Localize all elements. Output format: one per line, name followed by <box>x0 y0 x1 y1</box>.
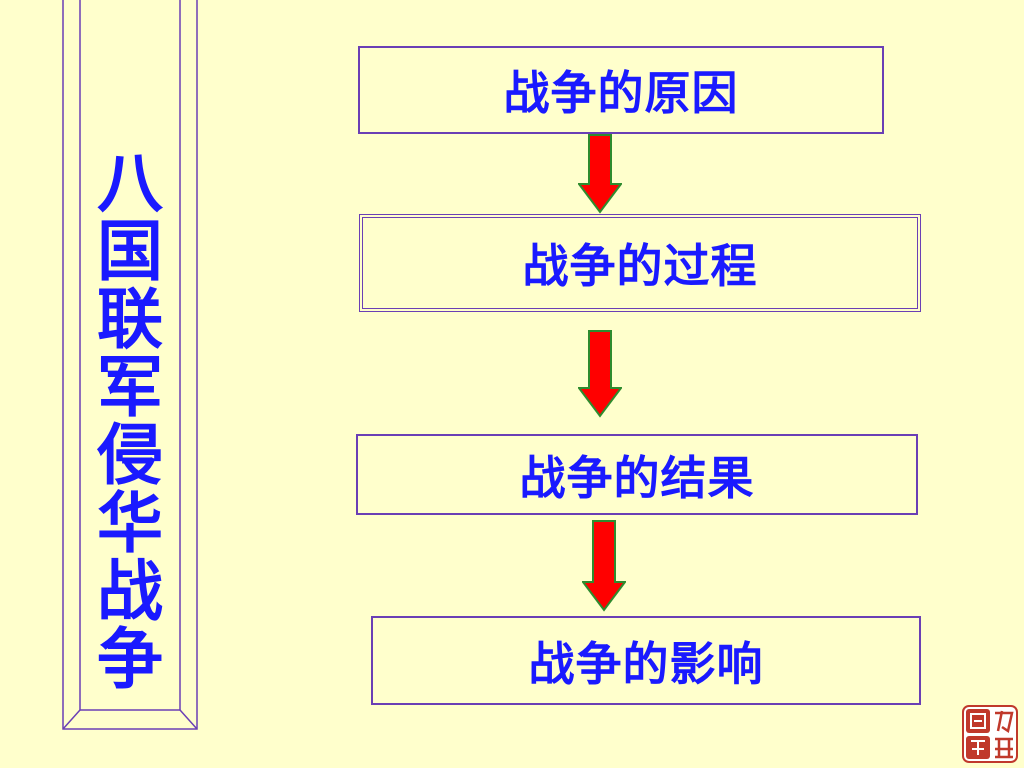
arrow-down-icon <box>578 134 622 214</box>
vertical-title: 八 国 联 军 侵 华 战 争 <box>62 150 198 694</box>
arrow-down-icon <box>578 330 622 418</box>
step-label: 战争的影响 <box>528 636 764 691</box>
title-char: 战 <box>97 553 163 630</box>
vertical-title-panel: 八 国 联 军 侵 华 战 争 <box>62 0 198 730</box>
title-char: 八 <box>97 145 163 222</box>
arrow-down-icon <box>582 520 626 612</box>
title-char: 侵 <box>97 417 163 494</box>
title-char: 联 <box>97 281 163 358</box>
step-box-cause: 战争的原因 <box>358 46 884 134</box>
step-label: 战争的原因 <box>503 66 739 120</box>
panel-frame <box>62 0 198 730</box>
title-char: 国 <box>97 213 163 290</box>
step-label: 战争的过程 <box>522 239 758 293</box>
title-char: 华 <box>97 485 163 562</box>
seal-stamp-icon <box>962 705 1018 763</box>
step-box-result: 战争的结果 <box>356 434 918 515</box>
step-box-process: 战争的过程 <box>359 214 921 312</box>
step-label: 战争的结果 <box>519 450 755 505</box>
title-char: 军 <box>97 349 163 426</box>
title-char: 争 <box>97 621 163 698</box>
step-box-impact: 战争的影响 <box>371 616 921 705</box>
